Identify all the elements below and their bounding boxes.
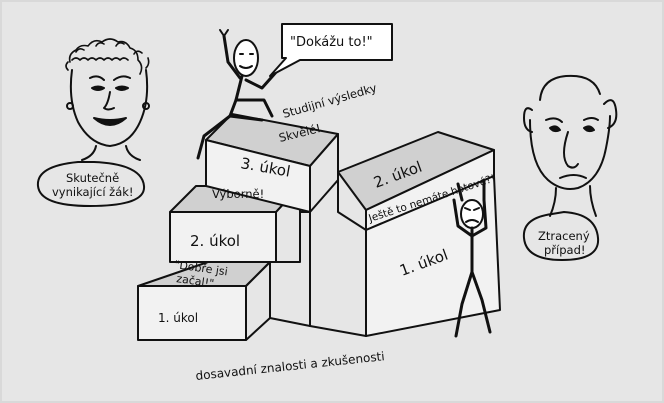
speech-bubble xyxy=(269,23,393,77)
right-step2-label: 2. úkol xyxy=(371,158,424,192)
base-label: dosavadní znalosti a zkušenosti xyxy=(195,349,385,383)
left-top-label: Studijní výsledky xyxy=(281,81,378,121)
left-praise1-line2: začal!" xyxy=(176,272,215,290)
left-praise2: Výborně! xyxy=(212,187,264,201)
struggling-stick-figure-icon xyxy=(452,178,492,338)
speech-bubble-text: "Dokážu to!" xyxy=(290,35,373,50)
left-staircase xyxy=(137,113,367,341)
left-step2-label: 2. úkol xyxy=(190,232,240,250)
left-praise3: Skvělé! xyxy=(277,121,322,145)
left-face-caption-line2: vynikající žák! xyxy=(52,185,134,199)
climbing-stick-figure-icon xyxy=(196,29,280,160)
frowning-face-icon xyxy=(522,74,618,261)
left-step1-label: 1. úkol xyxy=(158,311,198,325)
left-face-caption-line1: Skutečně xyxy=(66,171,119,185)
right-face-caption-line2: případ! xyxy=(544,243,585,257)
smiling-face-icon xyxy=(36,38,150,207)
right-face-caption-line1: Ztracený xyxy=(538,229,590,243)
left-step3-label: 3. úkol xyxy=(239,154,291,180)
right-step1-label: 1. úkol xyxy=(397,246,450,280)
